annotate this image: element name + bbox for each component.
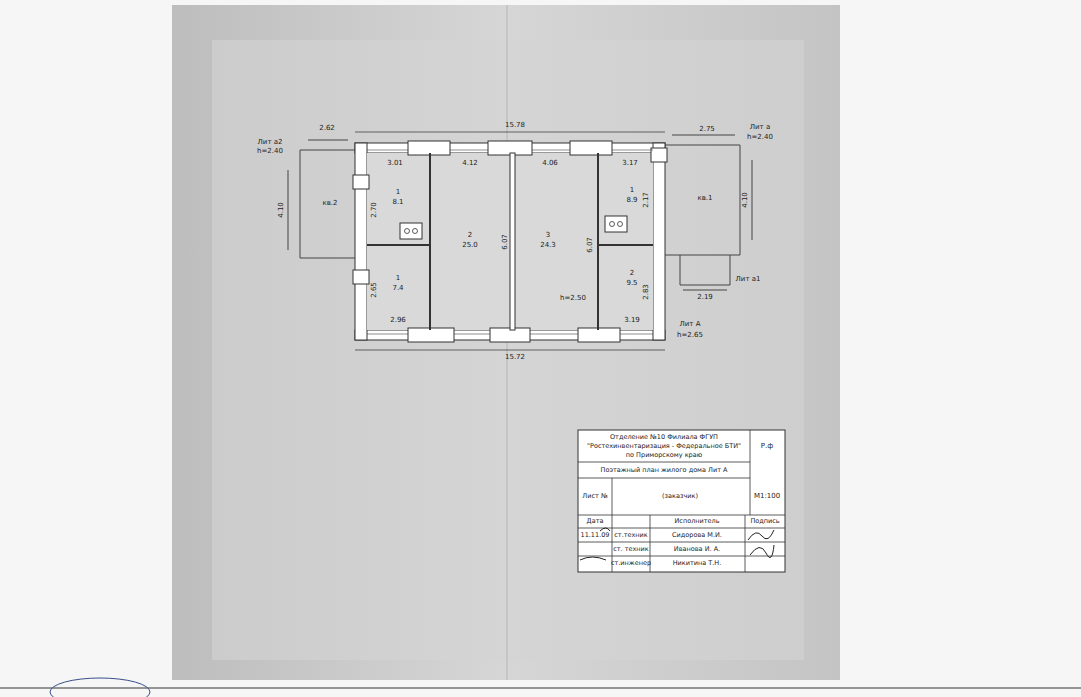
plan-label: Подпись <box>750 518 779 525</box>
plan-label: М1:100 <box>754 493 780 500</box>
plan-label: 8.1 <box>392 199 403 206</box>
plan-label: ст.инженер <box>611 560 651 567</box>
plan-label: 25.0 <box>462 242 478 249</box>
plan-label: 2.96 <box>390 317 406 324</box>
plan-label: 11.11.09 <box>581 532 610 539</box>
plan-label: h=2.40 <box>747 134 773 141</box>
plan-label: 2.62 <box>319 125 335 132</box>
plan-label: Лит а1 <box>736 276 761 283</box>
plan-label: h=2.65 <box>677 332 703 339</box>
plan-label: по Приморскому краю <box>626 452 702 459</box>
plan-label: 6.07 <box>502 234 509 250</box>
plan-label: Сидорова М.И. <box>672 532 722 539</box>
plan-label: Никитина Т.Н. <box>673 560 722 567</box>
plan-label: Исполнитель <box>674 518 719 525</box>
plan-label: 3.01 <box>387 160 403 167</box>
plan-label: 6.07 <box>587 237 594 253</box>
plan-label: 2 <box>468 232 472 239</box>
plan-label: 2.83 <box>643 284 650 300</box>
plan-label: 2.65 <box>371 282 378 298</box>
plan-label: Лит а2 <box>258 139 283 146</box>
plan-label: (заказчик) <box>662 493 698 500</box>
plan-label: Поэтажный план жилого дома Лит А <box>601 467 728 474</box>
plan-label: 15.72 <box>505 354 525 361</box>
plan-label: 4.12 <box>462 160 478 167</box>
plan-label: 2 <box>630 270 634 277</box>
plan-label: Иванова И. А. <box>674 546 720 553</box>
plan-label: ст.техник <box>614 532 647 539</box>
plan-label: кв.2 <box>322 200 337 207</box>
plan-label: Лит А <box>680 321 701 328</box>
plan-label: 9.5 <box>626 280 637 287</box>
plan-label: 3 <box>546 232 550 239</box>
plan-label: Лит а <box>750 124 770 131</box>
plan-label: Лист № <box>582 493 607 500</box>
plan-label: ст. техник <box>613 546 649 553</box>
plan-label: 1 <box>630 187 634 194</box>
plan-label: кв.1 <box>697 195 712 202</box>
plan-label: 1 <box>396 189 400 196</box>
plan-label: 2.75 <box>699 126 715 133</box>
plan-label: 15.78 <box>505 122 525 129</box>
plan-label: 2.19 <box>697 294 713 301</box>
plan-label: h=2.50 <box>560 295 586 302</box>
plan-label: Р.ф <box>761 443 773 450</box>
plan-label: 2.70 <box>371 202 378 218</box>
plan-label: Отделение №10 Филиала ФГУП <box>610 434 718 441</box>
plan-label: h=2.40 <box>257 148 283 155</box>
plan-label: 4.06 <box>542 160 558 167</box>
plan-label: 3.19 <box>624 317 640 324</box>
plan-label: 4.10 <box>742 192 749 208</box>
plan-label: 3.17 <box>622 160 638 167</box>
plan-label: 8.9 <box>626 197 637 204</box>
plan-label: 7.4 <box>392 285 403 292</box>
plan-label: Дата <box>587 518 604 525</box>
plan-label: "Ростехинвентаризация - Федеральное БТИ" <box>587 443 741 450</box>
plan-label: 1 <box>396 275 400 282</box>
plan-label: 2.17 <box>643 192 650 208</box>
plan-label: 24.3 <box>540 242 556 249</box>
plan-label: 4.10 <box>278 202 285 218</box>
